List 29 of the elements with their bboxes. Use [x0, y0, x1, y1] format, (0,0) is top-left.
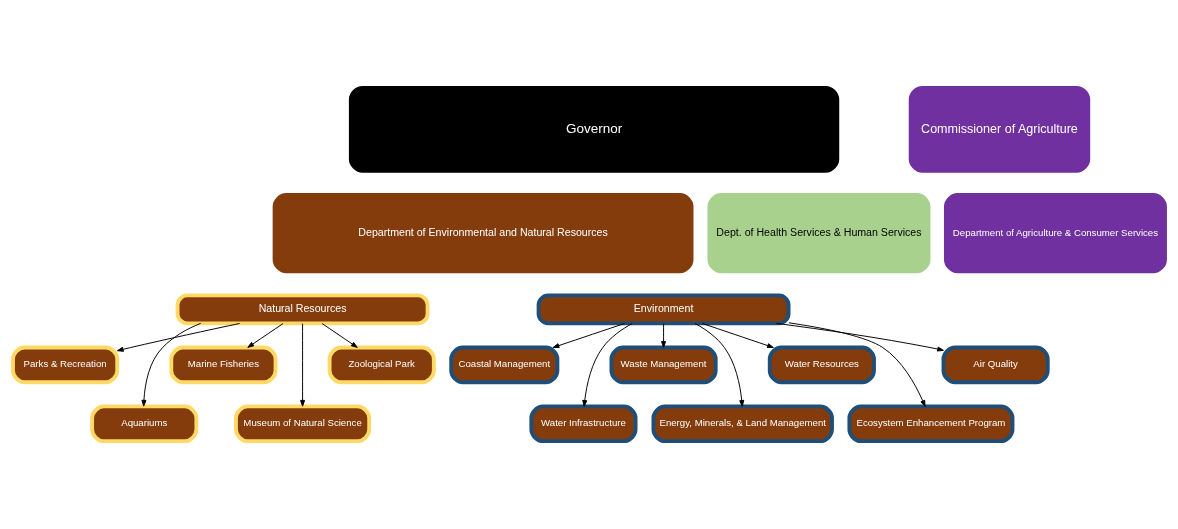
arrow [701, 322, 774, 349]
arrow [788, 322, 926, 407]
arrow [552, 322, 626, 349]
arrow [694, 322, 745, 407]
node-box: Air Quality [941, 345, 1050, 385]
arrow [321, 323, 358, 348]
node-box: Parks & Recreation [11, 345, 120, 385]
node-box: Department of Environmental and Natural Resources [272, 193, 694, 274]
arrow [116, 322, 241, 352]
node-box: Department of Agriculture & Consumer Services [943, 193, 1167, 274]
node-box: Governor [348, 85, 840, 173]
node-box: Aquariums [90, 404, 199, 444]
node-box: Water Infrastructure [529, 404, 638, 444]
node-box: Museum of Natural Science [234, 404, 372, 444]
node-box: Natural Resources [175, 293, 430, 326]
node-box: Zoological Park [327, 345, 436, 385]
node-box: Marine Fisheries [169, 345, 278, 385]
arrow [141, 322, 202, 407]
node-box: Environment [536, 293, 791, 326]
node-box: Ecosystem Enhancement Program [847, 404, 1015, 444]
node-box: Dept. of Health Services & Human Services [707, 193, 931, 274]
arrow [300, 323, 306, 407]
node-box: Commissioner of Agriculture [908, 85, 1091, 173]
node-box: Energy, Minerals, & Land Management [651, 404, 834, 444]
node-box: Waste Management [609, 345, 718, 385]
arrow [661, 323, 667, 348]
arrow [247, 323, 284, 348]
arrow [582, 323, 633, 407]
arrow [775, 322, 944, 352]
